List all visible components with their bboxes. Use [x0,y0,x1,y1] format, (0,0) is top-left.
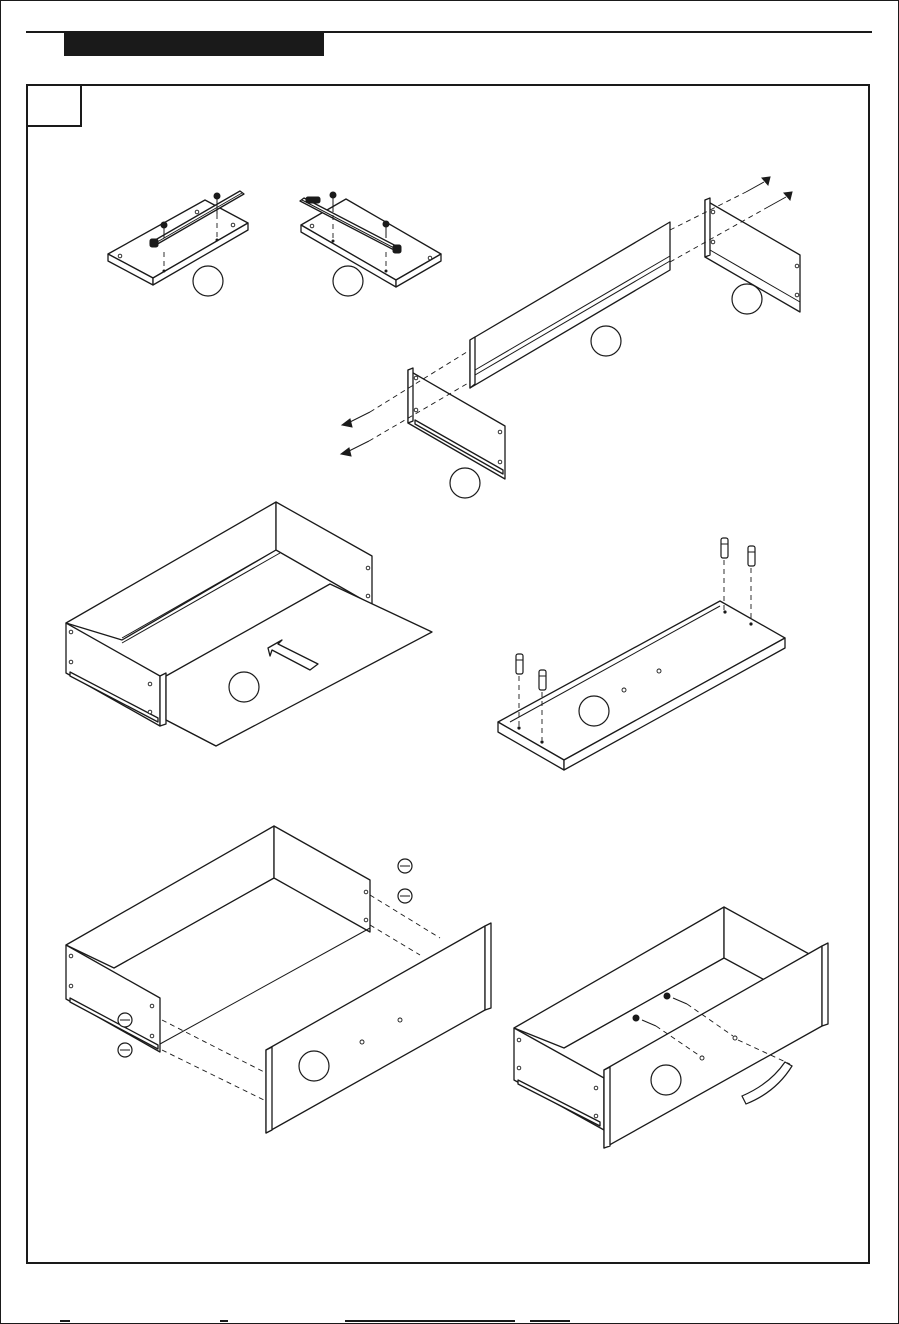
handle-icon [742,1062,792,1104]
drawer-bottom-with-slide-left [108,191,248,296]
dowel-icon [539,670,546,690]
cam-lock-icon [118,1043,132,1057]
part-callout [193,266,223,296]
drawer-bottom-with-slide-right [300,192,441,296]
cam-screw-icon [746,177,770,192]
part-callout [299,1051,329,1081]
part-callout [333,266,363,296]
footer-marks [0,1318,899,1324]
drawer-bottom-panel-slide-in [66,502,432,746]
part-callout [450,468,480,498]
part-callout [732,284,762,314]
part-callout [579,696,609,726]
cam-screw-icon [342,412,370,427]
dowel-icon [516,654,523,674]
screw-icon [664,993,687,1004]
cam-lock-icon [118,1013,132,1027]
drawer-front-attachment [66,826,491,1133]
cam-lock-icon [398,859,412,873]
part-callout [229,672,259,702]
screw-icon [633,1015,656,1026]
cam-screw-icon [768,192,792,207]
cam-lock-icon [398,889,412,903]
drawer-handle-attachment [514,907,828,1148]
dowel-icon [748,546,755,566]
drawer-front-panel-with-dowels [498,538,785,770]
cam-screw-icon [341,441,369,456]
part-callout [651,1065,681,1095]
dowel-icon [721,538,728,558]
drawer-back-panel [470,222,670,388]
part-callout [591,326,621,356]
drawer-side-panel-right [670,177,800,314]
